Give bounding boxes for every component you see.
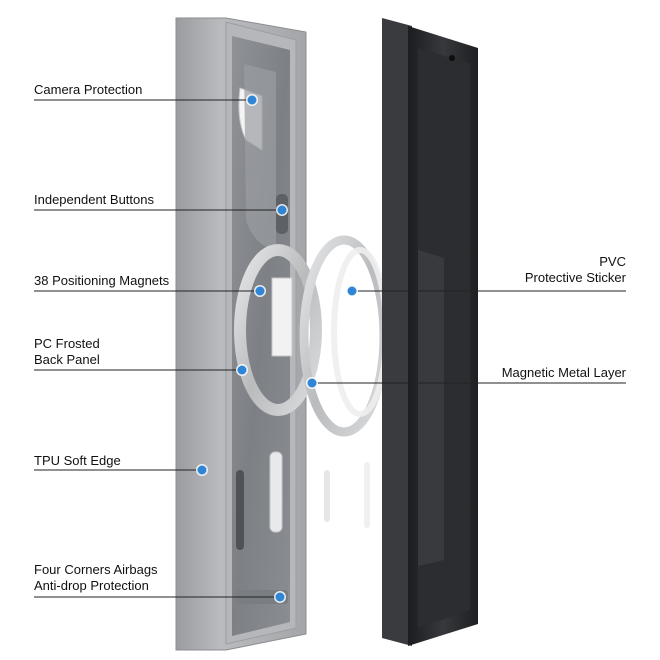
pvc-sticker-ring (331, 247, 389, 417)
pvc-strip (364, 462, 370, 528)
callout-dot-camera (246, 94, 258, 106)
label-airbags-line1: Four Corners Airbags (34, 562, 158, 577)
label-camera-protection: Camera Protection (34, 82, 143, 97)
label-tpu-soft-edge: TPU Soft Edge (34, 453, 121, 468)
metal-strip (324, 470, 330, 522)
case-magnet-ring (234, 244, 322, 416)
front-camera (449, 55, 455, 61)
lower-slot (236, 470, 244, 550)
label-magnetic-metal-layer: Magnetic Metal Layer (501, 365, 626, 380)
callout-dots (196, 94, 358, 603)
callout-dot-metal-layer (306, 377, 318, 389)
foldable-phone (382, 18, 478, 646)
label-positioning-magnets: 38 Positioning Magnets (34, 273, 170, 288)
label-pc-frosted-line2: Back Panel (34, 352, 100, 367)
callout-dot-tpu-edge (196, 464, 208, 476)
screen-reflection (418, 250, 444, 566)
label-airbags-line2: Anti-drop Protection (34, 578, 149, 593)
lower-slot (269, 451, 283, 533)
case-magnet-window (271, 277, 293, 357)
callout-dot-airbags (274, 591, 286, 603)
phone-case (175, 17, 322, 651)
camera-island (244, 64, 276, 250)
callout-dot-pvc (346, 285, 358, 297)
label-pvc-line2: Protective Sticker (524, 270, 626, 285)
phone-hinge (382, 18, 412, 646)
label-pc-frosted-line1: PC Frosted (34, 336, 100, 351)
callout-dot-back-panel (236, 364, 248, 376)
callout-dot-buttons (276, 204, 288, 216)
callout-dot-magnets (254, 285, 266, 297)
leader-lines (34, 99, 626, 598)
label-independent-buttons: Independent Buttons (34, 192, 154, 207)
label-pvc-line1: PVC (599, 254, 626, 269)
